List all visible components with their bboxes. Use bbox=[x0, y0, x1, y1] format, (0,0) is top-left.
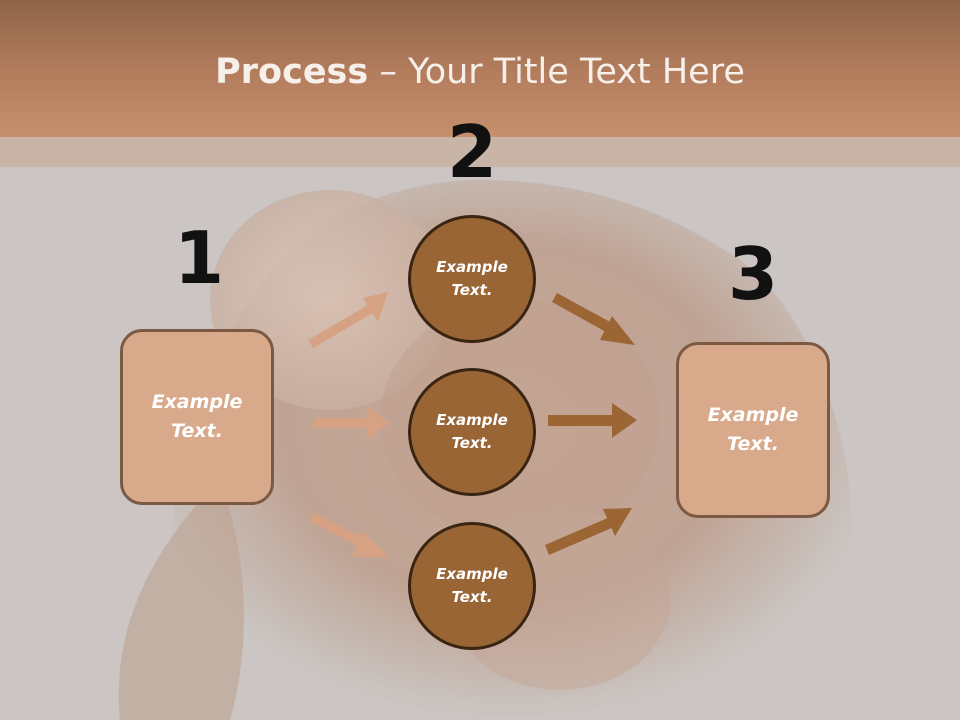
arrow-left-up bbox=[308, 292, 388, 348]
right-box-text: Example Text. bbox=[707, 404, 799, 455]
arrow-left-middle bbox=[314, 406, 390, 440]
circle-bottom: Example Text. bbox=[408, 522, 536, 650]
step-number-3: 3 bbox=[727, 232, 779, 316]
left-box-text: Example Text. bbox=[151, 391, 243, 442]
header-band bbox=[0, 0, 960, 137]
step-number-1: 1 bbox=[173, 216, 225, 300]
title-rest: – Your Title Text Here bbox=[368, 52, 745, 92]
circle-middle: Example Text. bbox=[408, 368, 536, 496]
arrow-right-up bbox=[545, 508, 632, 555]
circle-top-text: Example Text. bbox=[436, 258, 508, 299]
circle-middle-text: Example Text. bbox=[436, 411, 508, 452]
slide-title: Process – Your Title Text Here bbox=[0, 52, 960, 92]
title-bold: Process bbox=[215, 52, 369, 92]
arrow-right-down bbox=[552, 293, 635, 345]
circle-bottom-text: Example Text. bbox=[436, 565, 508, 606]
arrow-left-down bbox=[309, 512, 390, 557]
left-box: Example Text. bbox=[120, 329, 274, 505]
circle-top: Example Text. bbox=[408, 215, 536, 343]
arrow-right-middle bbox=[548, 403, 637, 438]
header-strip bbox=[0, 137, 960, 167]
right-box: Example Text. bbox=[676, 342, 830, 518]
step-number-2: 2 bbox=[446, 110, 498, 194]
